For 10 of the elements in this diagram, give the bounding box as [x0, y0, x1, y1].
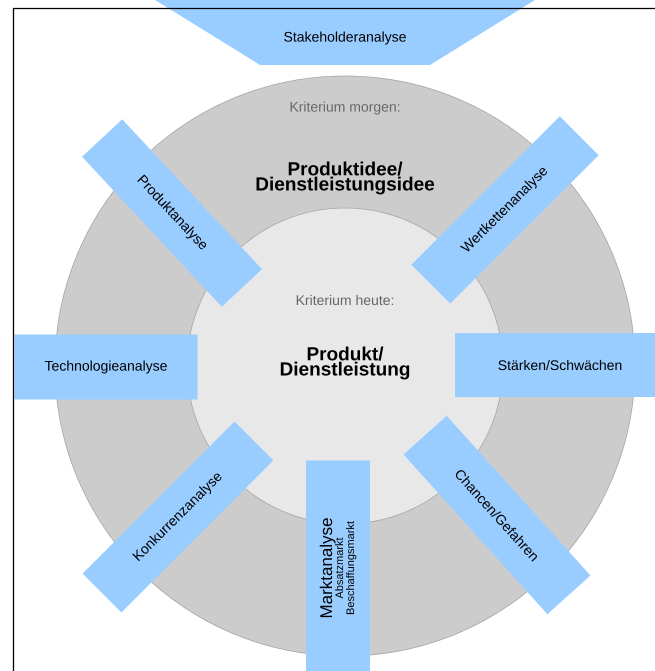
label-box — [306, 460, 370, 671]
sub-item: Absatzmarkt — [335, 538, 344, 599]
criterion-label: Kriterium heute: — [296, 294, 394, 306]
trapezoid-box: Stakeholderanalyse — [155, 0, 535, 65]
box-title: Marktanalyse — [320, 518, 336, 618]
label-box: Technologieanalyse — [14, 334, 198, 400]
criterion-label: Kriterium morgen: — [290, 101, 400, 114]
label-box: Stärken/Schwächen — [455, 333, 655, 397]
heading: Produkt/ Dienstleistung — [280, 346, 410, 380]
sub-item: Beschaffungsmarkt — [346, 521, 356, 614]
